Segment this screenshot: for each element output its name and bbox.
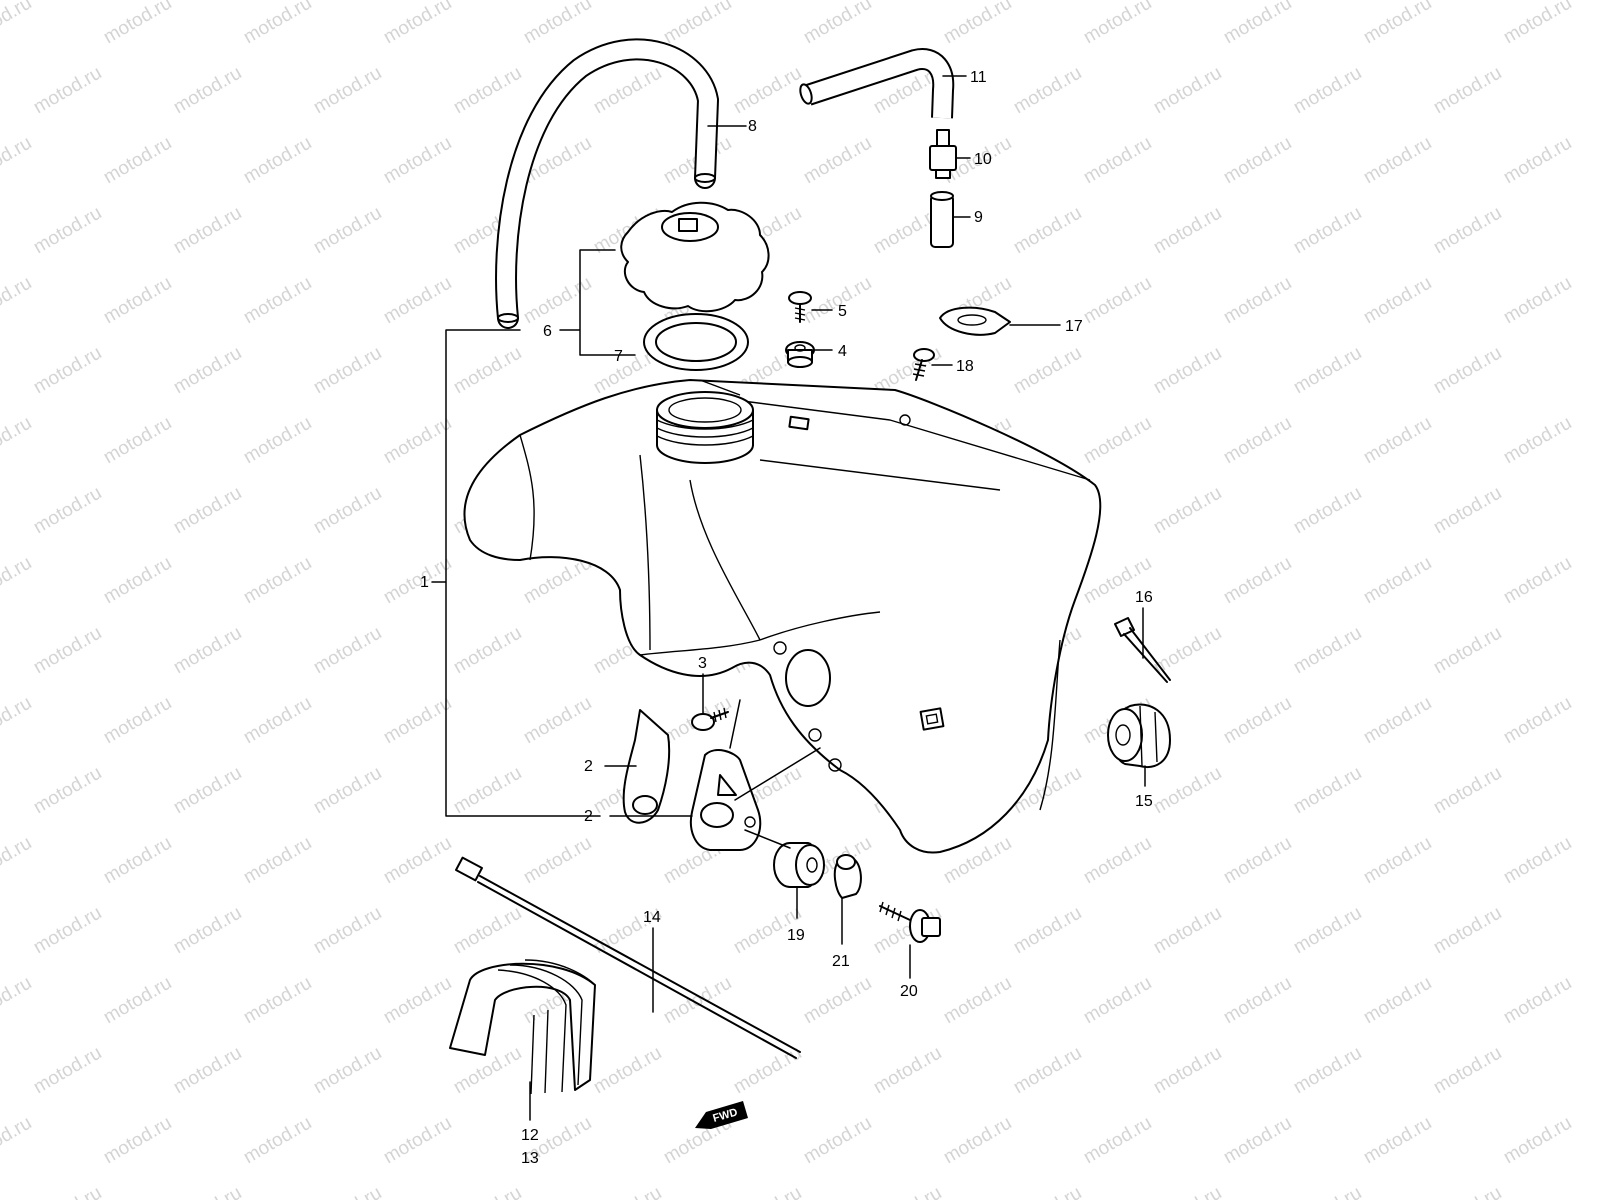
part-15-cushion [1107, 703, 1171, 768]
part-7-gasket [643, 313, 749, 371]
part-3-bolt [691, 707, 729, 731]
part-1-fuel-tank [463, 379, 1102, 854]
callout-17: 17 [1065, 318, 1083, 335]
callout-10: 10 [974, 151, 992, 168]
part-2-bracket-left [622, 709, 671, 824]
callout-15: 15 [1135, 793, 1153, 810]
callout-18: 18 [956, 358, 974, 375]
callout-3: 3 [698, 655, 707, 672]
callout-6: 6 [543, 323, 552, 340]
part-4-nut [785, 341, 815, 368]
callout-8: 8 [748, 118, 757, 135]
part-5-screw [788, 291, 812, 323]
callout-2-upper: 2 [584, 758, 593, 775]
callout-4: 4 [838, 343, 847, 360]
callout-12: 12 [521, 1127, 539, 1144]
callout-7: 7 [614, 348, 623, 365]
part-19-grommet [773, 842, 825, 888]
part-21-collar [833, 854, 862, 899]
part-8-breather-hose [495, 38, 719, 329]
part-11-vent-hose [799, 48, 955, 119]
part-17-clip [939, 306, 1011, 336]
part-6-fuel-cap [620, 201, 770, 313]
part-14-cable-tie [455, 856, 801, 1059]
part-18-screw [912, 348, 935, 381]
callout-5: 5 [838, 303, 847, 320]
callout-1: 1 [420, 574, 429, 591]
callout-2-lower: 2 [584, 808, 593, 825]
part-20-bolt [879, 901, 941, 943]
callout-16: 16 [1135, 589, 1153, 606]
part-10-check-valve [929, 129, 957, 179]
callout-11: 11 [970, 69, 987, 86]
fwd-arrow-icon: FWD [695, 1101, 748, 1129]
callout-14: 14 [643, 909, 661, 926]
callout-21: 21 [832, 953, 850, 970]
part-2-bracket-right [690, 749, 762, 851]
callout-9: 9 [974, 209, 983, 226]
part-16-cable-tie [1114, 617, 1171, 683]
callout-13: 13 [521, 1150, 539, 1167]
callout-20: 20 [900, 983, 918, 1000]
callout-labels: 1 2 2 3 4 5 6 7 8 9 10 11 12 13 14 15 16… [420, 69, 1153, 1167]
part-12-13-protector [449, 959, 596, 1095]
leader-lines [431, 75, 1146, 1121]
callout-19: 19 [787, 927, 805, 944]
part-9-short-hose [930, 191, 954, 248]
